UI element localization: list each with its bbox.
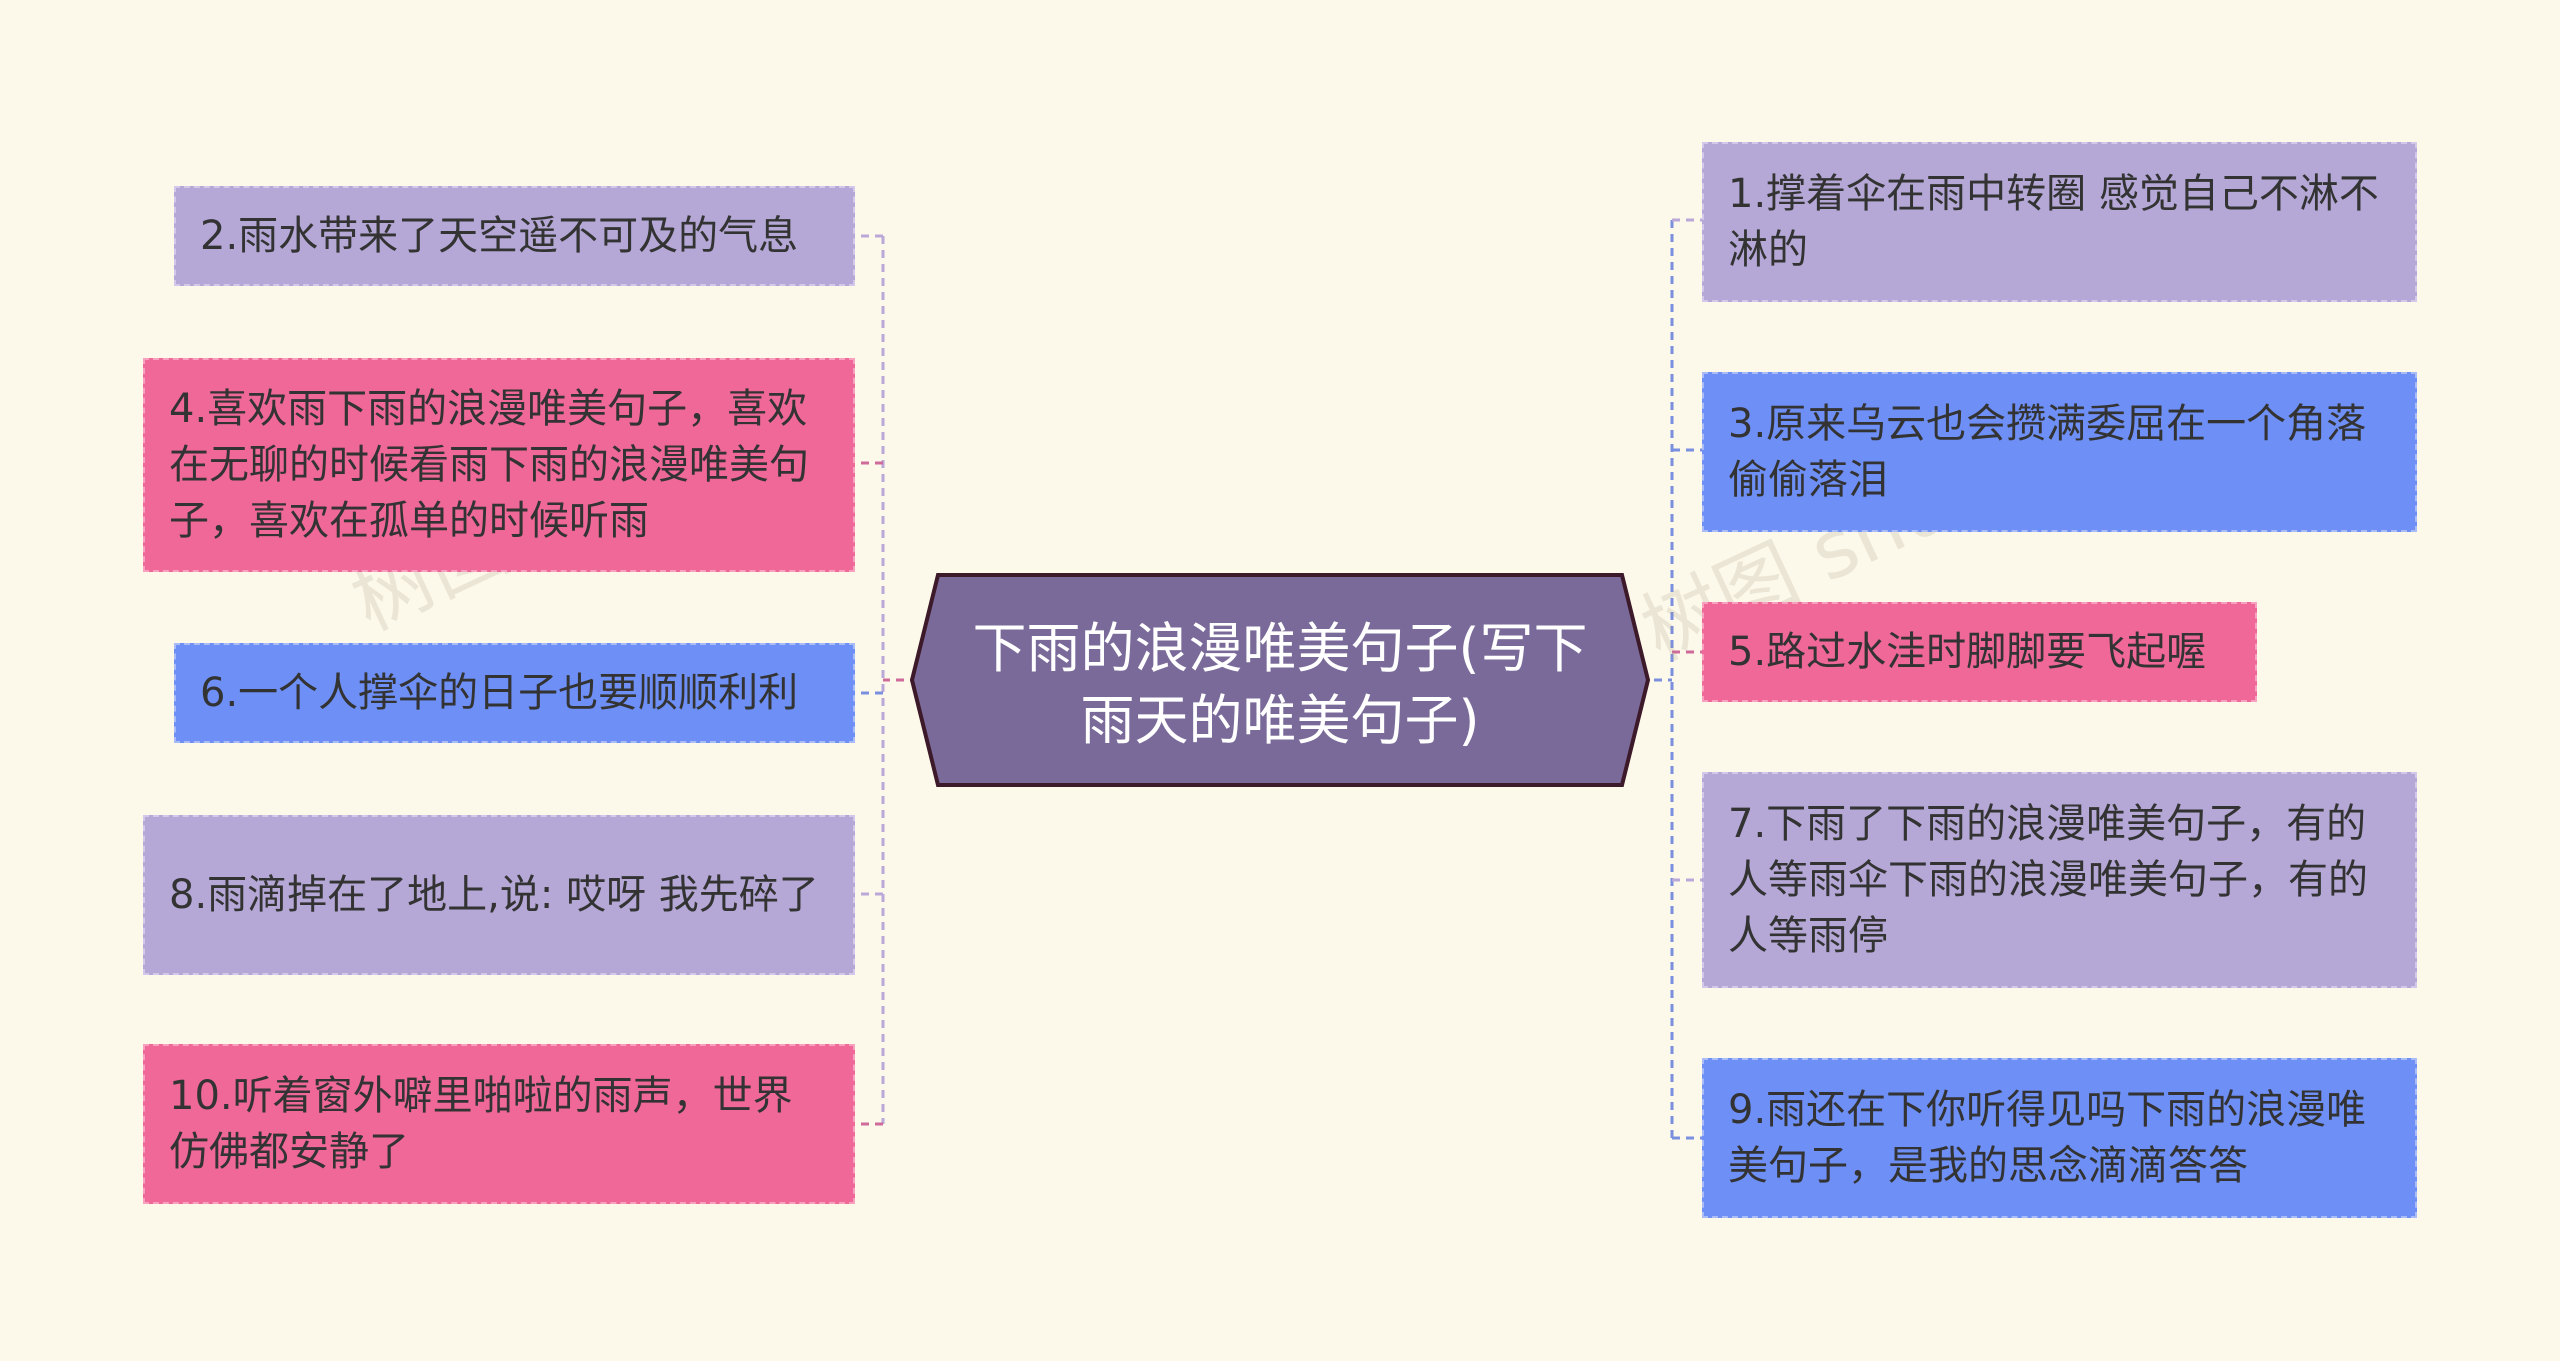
center-title: 下雨的浪漫唯美句子(写下雨天的唯美句子) (972, 617, 1588, 752)
topic-label: 1.撑着伞在雨中转圈 感觉自己不淋不淋的 (1728, 171, 2379, 273)
center-node[interactable]: 下雨的浪漫唯美句子(写下雨天的唯美句子) (935, 585, 1625, 785)
topic-label: 6.一个人撑伞的日子也要顺顺利利 (200, 670, 799, 716)
topic-label: 7.下雨了下雨的浪漫唯美句子，有的人等雨伞下雨的浪漫唯美句子，有的人等雨停 (1728, 801, 2368, 959)
topic-label: 4.喜欢雨下雨的浪漫唯美句子，喜欢在无聊的时候看雨下雨的浪漫唯美句子，喜欢在孤单… (169, 386, 809, 544)
topic-node-7[interactable]: 7.下雨了下雨的浪漫唯美句子，有的人等雨伞下雨的浪漫唯美句子，有的人等雨停 (1702, 772, 2417, 988)
topic-node-10[interactable]: 10.听着窗外噼里啪啦的雨声，世界仿佛都安静了 (143, 1044, 855, 1204)
topic-node-3[interactable]: 3.原来乌云也会攒满委屈在一个角落偷偷落泪 (1702, 372, 2417, 532)
topic-label: 5.路过水洼时脚脚要飞起喔 (1728, 629, 2207, 675)
topic-node-2[interactable]: 2.雨水带来了天空遥不可及的气息 (174, 186, 855, 286)
center-node-shape (909, 573, 1651, 787)
topic-label: 3.原来乌云也会攒满委屈在一个角落偷偷落泪 (1728, 401, 2367, 503)
topic-node-8[interactable]: 8.雨滴掉在了地上,说: 哎呀 我先碎了 (143, 815, 855, 975)
topic-label: 10.听着窗外噼里啪啦的雨声，世界仿佛都安静了 (169, 1073, 793, 1175)
topic-node-1[interactable]: 1.撑着伞在雨中转圈 感觉自己不淋不淋的 (1702, 142, 2417, 302)
topic-label: 9.雨还在下你听得见吗下雨的浪漫唯美句子，是我的思念滴滴答答 (1728, 1087, 2367, 1189)
topic-node-4[interactable]: 4.喜欢雨下雨的浪漫唯美句子，喜欢在无聊的时候看雨下雨的浪漫唯美句子，喜欢在孤单… (143, 358, 855, 572)
topic-node-6[interactable]: 6.一个人撑伞的日子也要顺顺利利 (174, 643, 855, 743)
topic-label: 8.雨滴掉在了地上,说: 哎呀 我先碎了 (169, 872, 819, 918)
topic-node-5[interactable]: 5.路过水洼时脚脚要飞起喔 (1702, 602, 2257, 702)
topic-node-9[interactable]: 9.雨还在下你听得见吗下雨的浪漫唯美句子，是我的思念滴滴答答 (1702, 1058, 2417, 1218)
topic-label: 2.雨水带来了天空遥不可及的气息 (200, 213, 799, 259)
